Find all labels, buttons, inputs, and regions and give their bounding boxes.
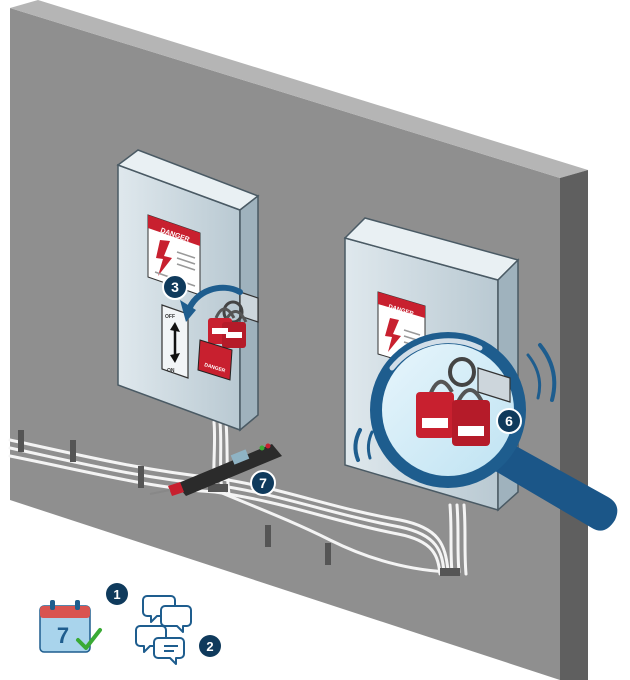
step-number: 7: [259, 475, 267, 491]
left-danger-sign: DANGER: [147, 214, 201, 296]
step-badge-1: 1: [106, 583, 128, 605]
lightning-icon: [385, 318, 401, 352]
step-badge-7: 7: [250, 470, 276, 496]
left-lockout-devices: DANGER: [197, 307, 248, 381]
magnifier-icon: [353, 332, 618, 531]
step-number: 1: [113, 587, 120, 602]
padlock-icon: [452, 400, 490, 446]
lockout-tag: [197, 339, 233, 381]
step-number: 2: [206, 639, 213, 654]
wall-top: [10, 0, 588, 178]
left-electrical-panel: DANGER OFF ON: [116, 149, 260, 432]
step-number: 3: [171, 279, 179, 295]
calendar-day: 7: [57, 623, 69, 648]
step-badge-2: 2: [199, 635, 221, 657]
lightning-icon: [156, 240, 172, 276]
switch-on-label: ON: [167, 368, 175, 374]
padlock-icon: [416, 392, 454, 438]
voltage-tester-icon: [149, 443, 282, 496]
cable-clips: [18, 430, 460, 576]
cables: [8, 420, 468, 576]
wall-side: [560, 170, 588, 680]
rotate-arrow-icon: [185, 284, 243, 315]
step-number: 6: [505, 413, 513, 429]
switch-off-label: OFF: [165, 314, 175, 320]
step-badge-3: 3: [162, 274, 188, 300]
calendar-check-icon: 7: [39, 600, 102, 653]
step-badge-6: 6: [496, 408, 522, 434]
chat-bubbles-icon: [135, 595, 192, 665]
left-panel-switch: OFF ON: [161, 304, 189, 379]
checkmark-icon: [76, 628, 102, 650]
